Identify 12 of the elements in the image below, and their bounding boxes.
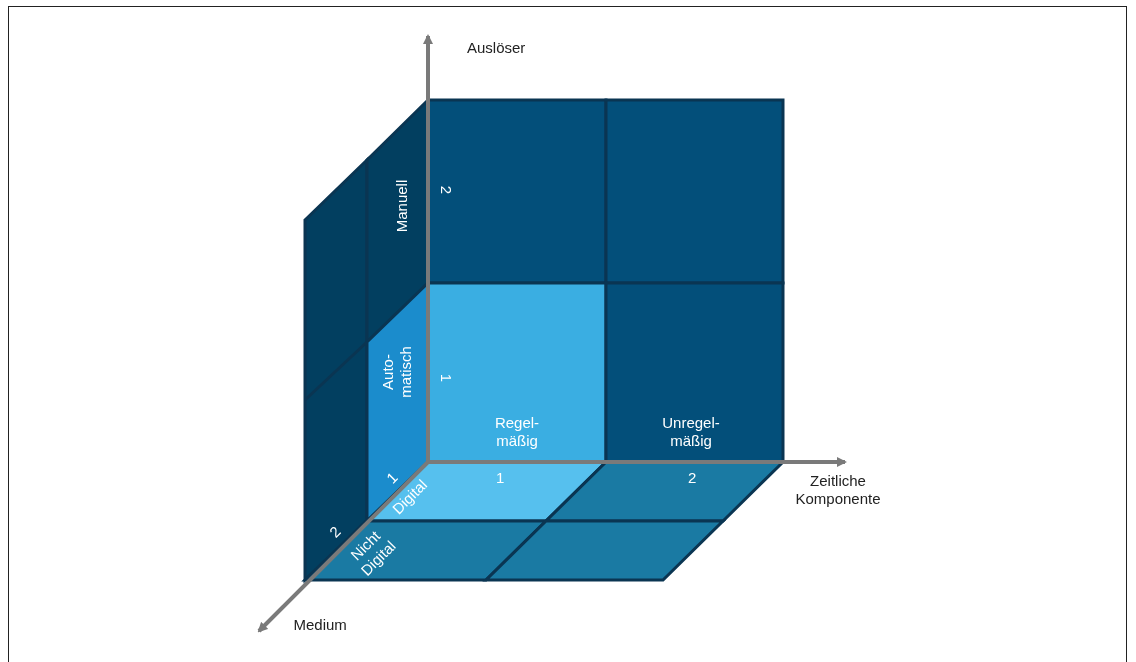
column-label: Unregel- mäßig xyxy=(661,414,721,450)
axis-label: Zeitliche Komponente xyxy=(794,472,882,508)
row-label: Manuell xyxy=(392,179,411,233)
row-number: 2 xyxy=(437,185,456,195)
depth-number: 2 xyxy=(325,522,345,542)
row-number: 1 xyxy=(437,373,456,383)
axis-label: Medium xyxy=(293,616,347,634)
axis-label: Auslöser xyxy=(467,39,526,57)
row-label: Auto- matisch xyxy=(379,345,415,400)
column-number: 2 xyxy=(688,469,697,487)
column-label: Regel- mäßig xyxy=(493,414,541,450)
column-number: 1 xyxy=(496,469,505,487)
